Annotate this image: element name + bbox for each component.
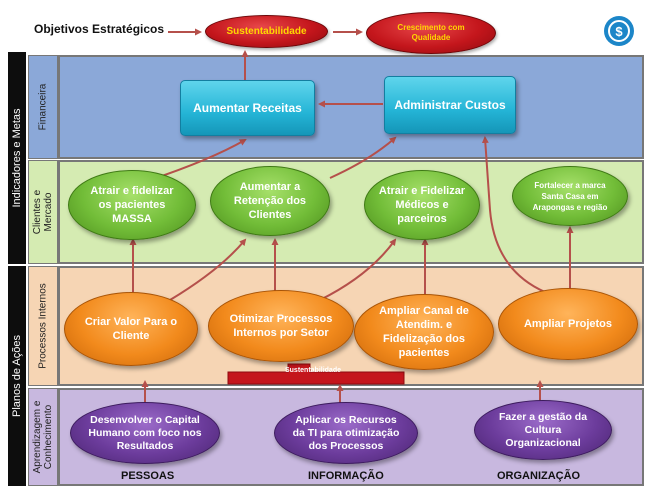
- row-processes-label: Processos Internos: [37, 283, 49, 369]
- group-plans: Planos de Ações: [8, 266, 26, 486]
- learning-goal-3: Fazer a gestão da Cultura Organizacional: [474, 400, 612, 460]
- goal-growth-quality-label: Crescimento com Qualidade: [397, 23, 465, 42]
- label-people: PESSOAS: [121, 470, 175, 482]
- row-learning-label: Aprendizagem e Conhecimento: [32, 400, 54, 474]
- row-label-processes: Processos Internos: [28, 266, 58, 386]
- row-label-financial: Financeira: [28, 55, 58, 159]
- box-increase-revenue: Aumentar Receitas: [180, 80, 315, 136]
- row-label-clients: Clientes e Mercado: [28, 160, 58, 264]
- box-manage-costs-label: Administrar Custos: [394, 98, 506, 112]
- box-increase-revenue-label: Aumentar Receitas: [193, 101, 302, 115]
- row-clients-label: Clientes e Mercado: [32, 189, 54, 235]
- goal-sustainability: Sustentabilidade: [205, 15, 328, 48]
- box-manage-costs: Administrar Custos: [384, 76, 516, 134]
- client-goal-1-label: Atrair e fidelizar os pacientes MASSA: [90, 185, 174, 225]
- learning-goal-1-label: Desenvolver o Capital Humano com foco no…: [88, 413, 202, 452]
- group-indicators-label: Indicadores e Metas: [11, 108, 23, 208]
- logo-mark-icon: $: [608, 20, 630, 42]
- client-goal-4-label: Fortalecer a marca Santa Casa em Arapong…: [532, 180, 608, 212]
- process-goal-3-label: Ampliar Canal de Atendim. e Fidelização …: [379, 305, 469, 359]
- logo-icon: $: [604, 16, 634, 46]
- process-goal-1-label: Criar Valor Para o Cliente: [84, 316, 178, 342]
- band-financial: [58, 55, 644, 159]
- group-indicators: Indicadores e Metas: [8, 52, 26, 264]
- client-goal-4: Fortalecer a marca Santa Casa em Arapong…: [512, 166, 628, 226]
- learning-goal-2: Aplicar os Recursos da TI para otimizaçã…: [274, 402, 418, 464]
- label-information: INFORMAÇÃO: [308, 470, 384, 482]
- row-financial-label: Financeira: [37, 83, 49, 131]
- client-goal-2: Aumentar a Retenção dos Clientes: [210, 166, 330, 236]
- goal-sustainability-label: Sustentabilidade: [226, 26, 307, 37]
- learning-goal-1: Desenvolver o Capital Humano com foco no…: [70, 402, 220, 464]
- learning-goal-3-label: Fazer a gestão da Cultura Organizacional: [498, 410, 588, 449]
- group-plans-label: Planos de Ações: [11, 335, 23, 417]
- label-organization: ORGANIZAÇÃO: [497, 470, 581, 482]
- strategic-objectives-title: Objetivos Estratégicos: [34, 22, 165, 36]
- process-goal-2-label: Otimizar Processos Internos por Setor: [229, 313, 333, 339]
- client-goal-1: Atrair e fidelizar os pacientes MASSA: [68, 170, 196, 240]
- process-goal-1: Criar Valor Para o Cliente: [64, 292, 198, 366]
- process-goal-4: Ampliar Projetos: [498, 288, 638, 360]
- client-goal-3: Atrair e Fidelizar Médicos e parceiros: [364, 170, 480, 240]
- process-goal-4-label: Ampliar Projetos: [523, 318, 613, 330]
- row-label-learning: Aprendizagem e Conhecimento: [28, 388, 58, 486]
- process-goal-3: Ampliar Canal de Atendim. e Fidelização …: [354, 294, 494, 370]
- client-goal-3-label: Atrair e Fidelizar Médicos e parceiros: [378, 185, 466, 225]
- learning-goal-2-label: Aplicar os Recursos da TI para otimizaçã…: [292, 413, 400, 452]
- goal-growth-quality: Crescimento com Qualidade: [366, 12, 496, 54]
- process-goal-2: Otimizar Processos Internos por Setor: [208, 290, 354, 362]
- process-banner-label: Sustentabilidade: [284, 367, 341, 374]
- client-goal-2-label: Aumentar a Retenção dos Clientes: [233, 181, 307, 221]
